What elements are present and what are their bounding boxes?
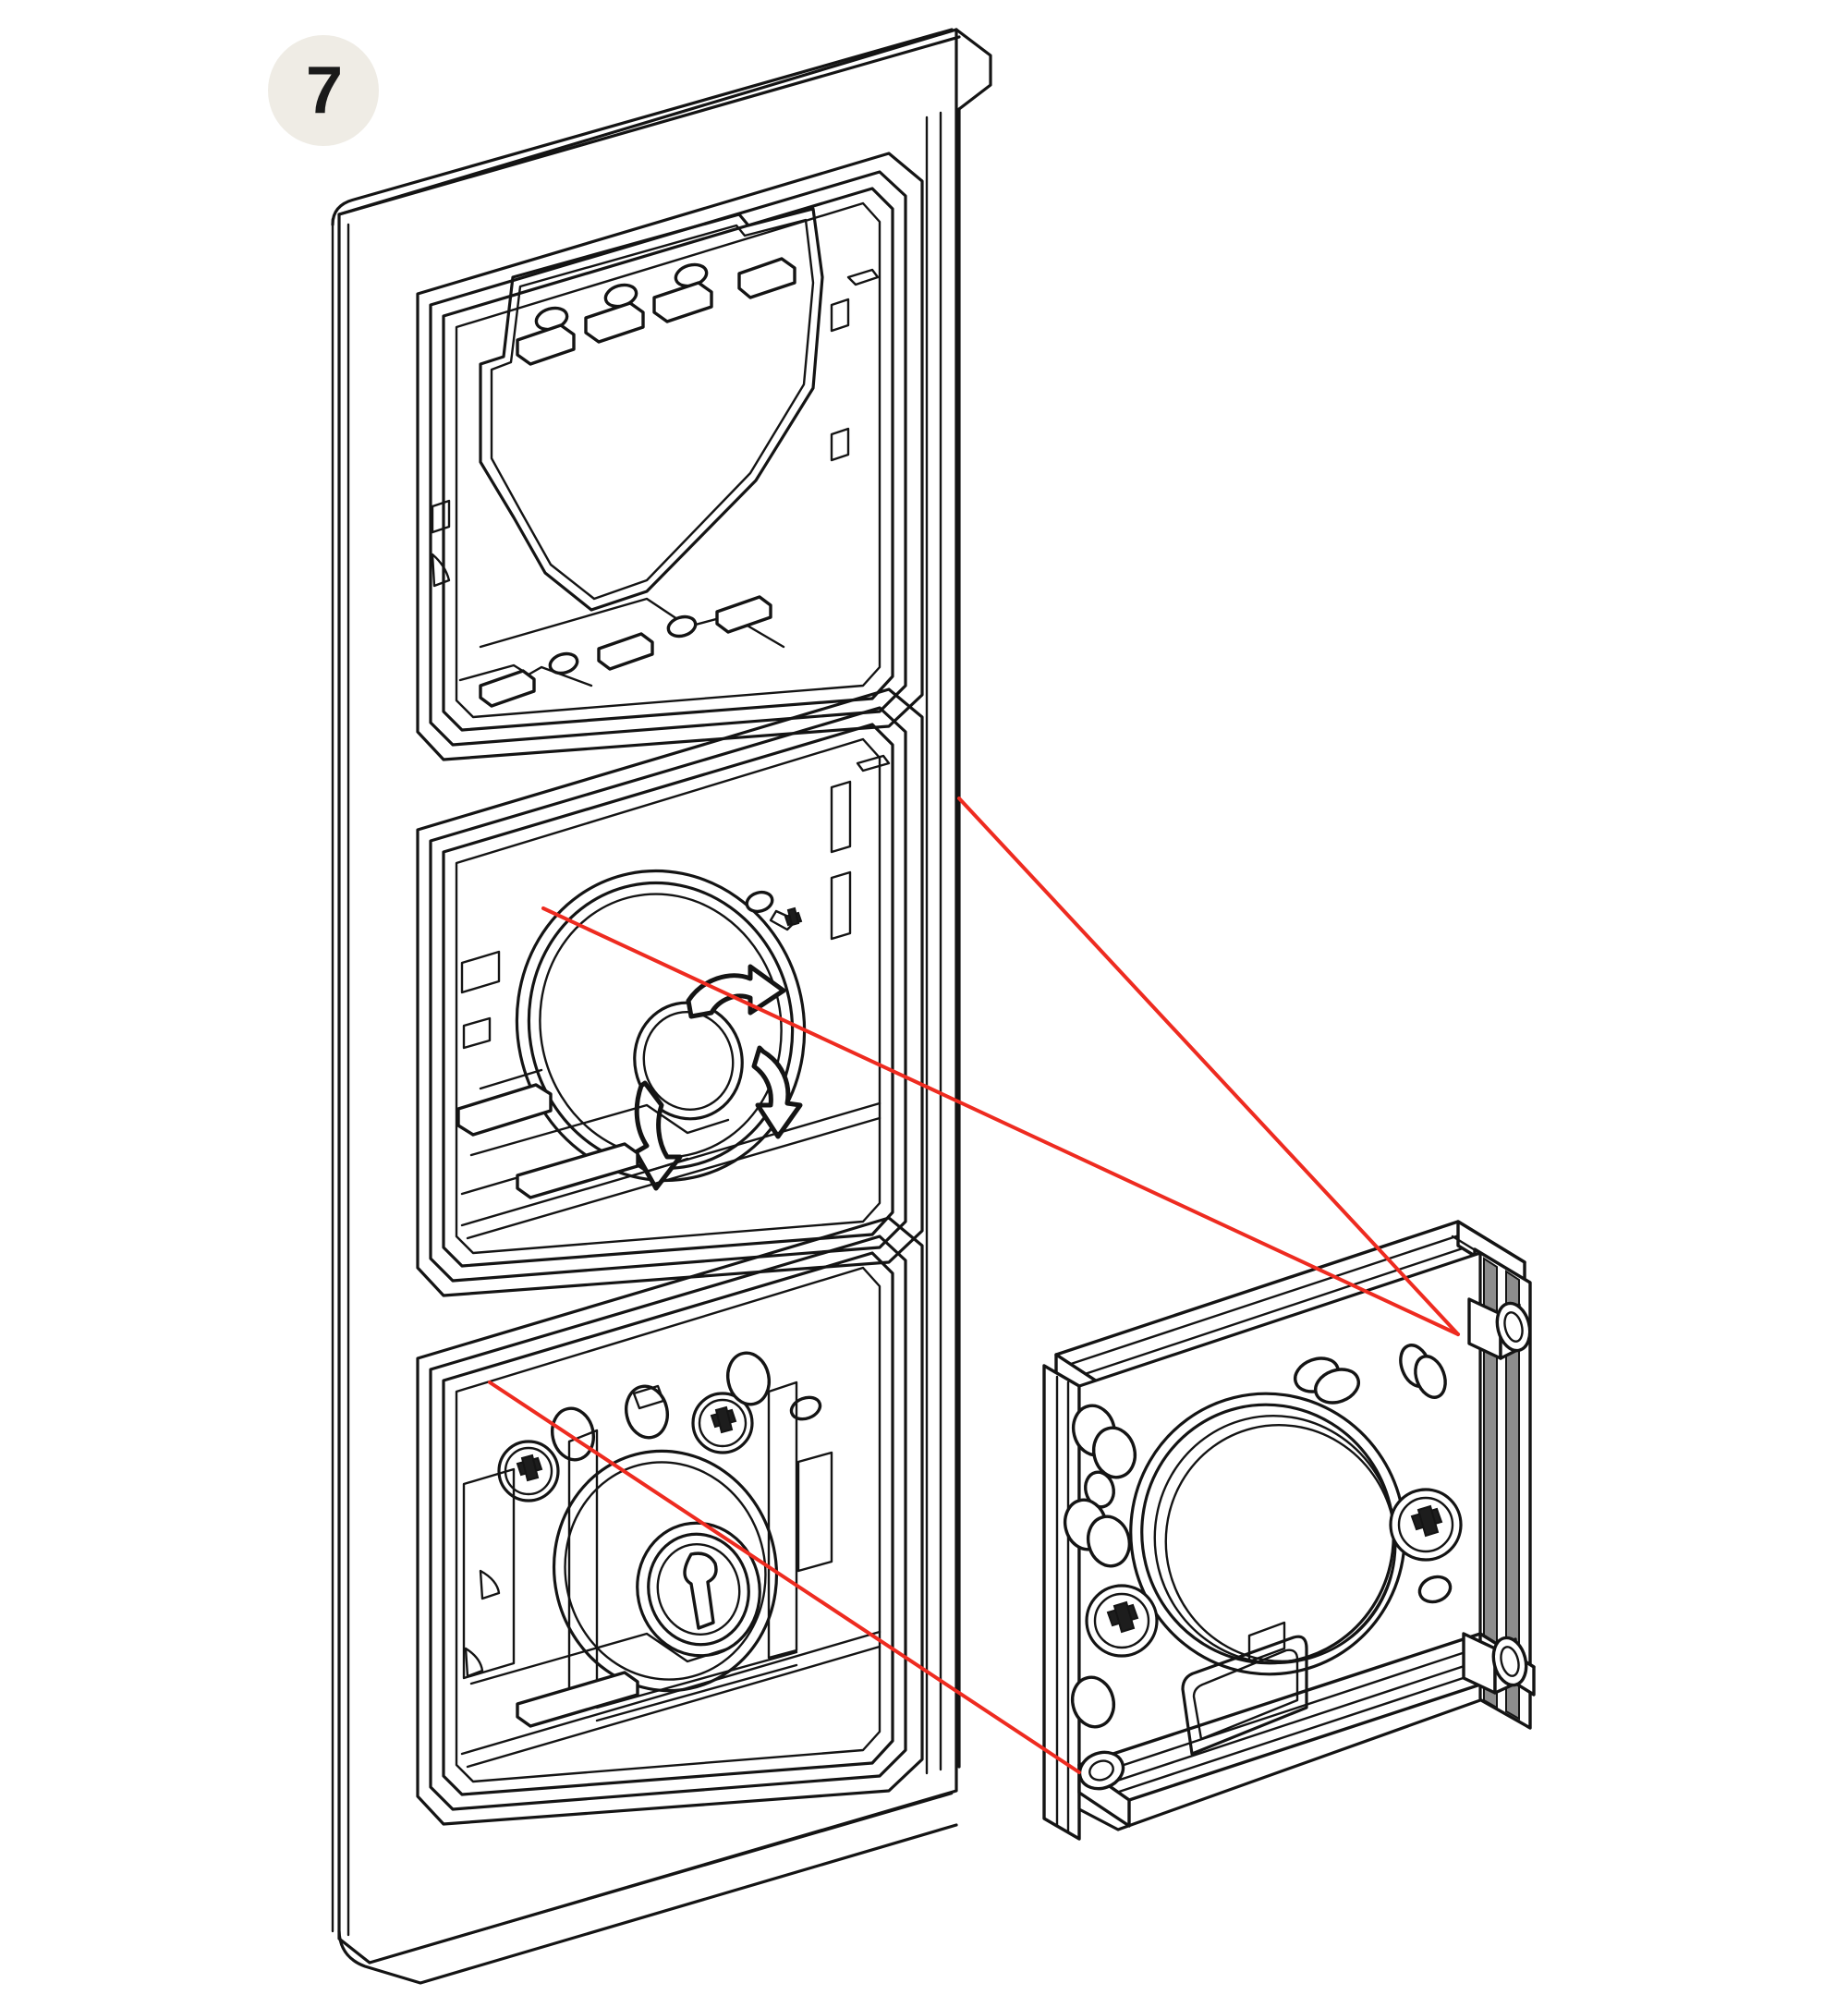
cross-head-screw [1085,1584,1159,1658]
alignment-line-lower-tail [488,1381,1081,1774]
cross-head-screw [691,1392,754,1454]
lower-frame-aperture [416,1216,924,1826]
step-number-label: 7 [305,54,343,128]
hinge-barrel-mid [1399,1344,1447,1399]
middle-frame-aperture [416,687,924,1297]
rotate-clockwise-arrow-lower-right [751,1045,803,1139]
hinge-barrel-top [1467,1297,1532,1360]
cross-head-screw [1389,1488,1463,1562]
alignment-lines [488,797,1460,1774]
hinge-barrel-bottom [1462,1632,1528,1695]
detached-bezel-frame [1042,1220,1536,1841]
step-number-badge: 7 [268,35,379,146]
alignment-line-lower [957,797,1460,1336]
rotate-clockwise-arrow-upper [686,964,786,1019]
clip-row-upper [516,257,796,366]
upper-frame-aperture [416,152,924,761]
alignment-line-upper [541,906,1460,1336]
